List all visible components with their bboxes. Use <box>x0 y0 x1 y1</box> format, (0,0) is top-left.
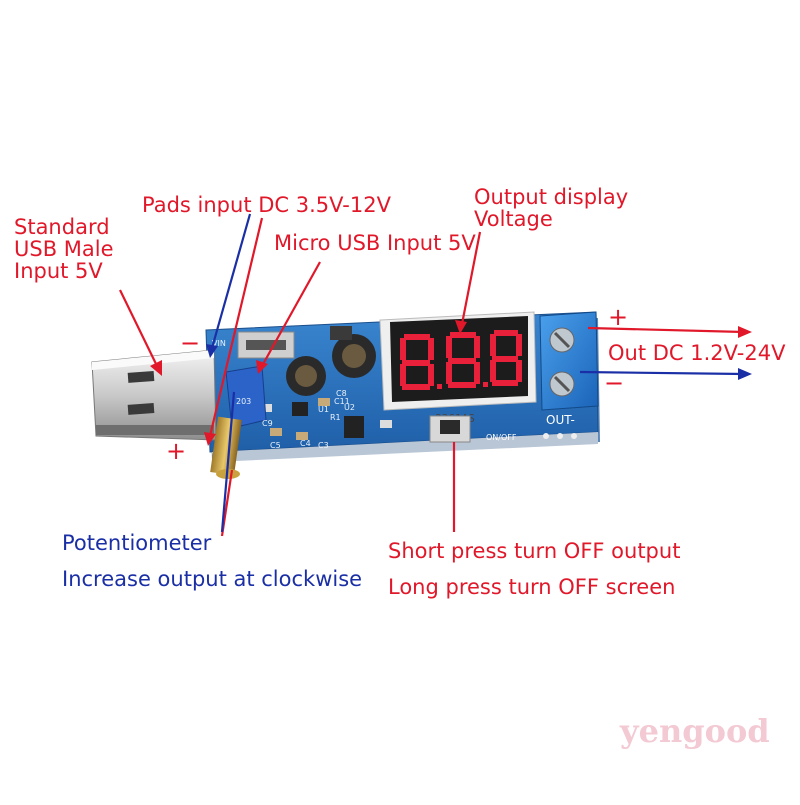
c5-text: C5 <box>270 441 281 450</box>
minus-out-sign: − <box>604 369 625 397</box>
watermark: yengood <box>620 712 770 750</box>
c4-text: C4 <box>300 439 311 448</box>
minus-in-sign: − <box>180 329 201 357</box>
u2-text: U2 <box>344 403 355 412</box>
smd-components <box>262 398 392 440</box>
c8-text: C8 <box>336 389 347 398</box>
plus-out-sign: + <box>608 303 629 331</box>
inductors <box>286 326 376 396</box>
blue-arrows <box>210 213 745 533</box>
out-minus-text: OUT- <box>546 413 575 427</box>
plus-in-sign: + <box>166 437 187 465</box>
pads-input-label: Pads input DC 3.5V-12V <box>142 193 391 217</box>
micro-usb-connector <box>237 331 295 359</box>
r1-text: R1 <box>330 413 341 422</box>
potentiometer-part <box>210 365 267 479</box>
pot-code-text: 203 <box>236 397 251 406</box>
red-arrowheads <box>150 320 752 446</box>
short-press-label: Short press turn OFF output <box>388 539 681 563</box>
on-off-text: ON/OFF <box>486 433 517 442</box>
c9-text: C9 <box>262 419 273 428</box>
c11-text: C11 <box>334 397 350 406</box>
potentiometer-label: Potentiometer <box>62 531 212 555</box>
usb-male-label-2: USB Male <box>14 237 114 261</box>
c3-text: C3 <box>318 441 329 450</box>
output-display-label-2: Voltage <box>474 207 553 231</box>
screw-terminal: OUT- <box>539 311 599 439</box>
blue-arrowheads <box>206 344 752 380</box>
long-press-label: Long press turn OFF screen <box>388 575 676 599</box>
out-dc-label: Out DC 1.2V-24V <box>608 341 786 365</box>
vin-text: VIN <box>212 339 226 348</box>
usb-male-label-1: Standard <box>14 215 110 239</box>
push-button: ON/OFF <box>429 415 517 443</box>
usb-male-plug <box>91 349 217 441</box>
silkscreen-labels: VIN 203 U1 U2 R1 C8 C11 C3 C5 C4 C9 <box>212 339 355 450</box>
increase-output-label: Increase output at clockwise <box>62 567 363 591</box>
output-display-label-1: Output display <box>474 185 629 209</box>
seven-segment-display: 3361AS <box>379 311 537 425</box>
micro-usb-label: Micro USB Input 5V <box>274 231 476 255</box>
u1-text: U1 <box>318 405 329 414</box>
usb-male-label-3: Input 5V <box>14 259 103 283</box>
red-arrows <box>119 217 745 537</box>
